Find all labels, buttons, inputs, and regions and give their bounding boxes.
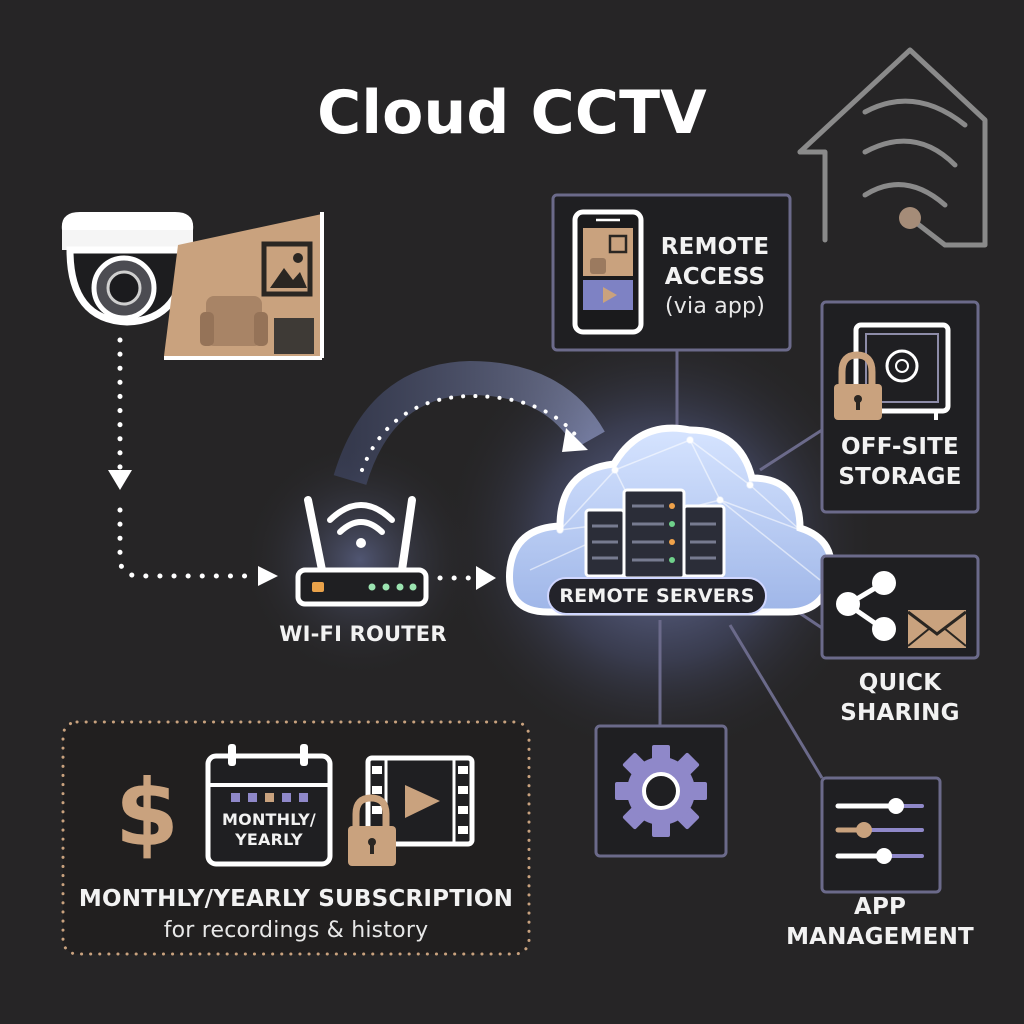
arrow-down-icon bbox=[108, 470, 132, 490]
cloud-server-icon bbox=[505, 424, 835, 616]
management-box bbox=[820, 776, 942, 894]
remote-access-line-2: ACCESS bbox=[664, 264, 766, 290]
cctv-camera-icon bbox=[61, 212, 194, 326]
management-line-1: APP bbox=[853, 894, 907, 920]
calendar-text-1: MONTHLY/ bbox=[222, 810, 316, 829]
arrow-right-icon bbox=[258, 566, 278, 586]
remote-access-line-1: REMOTE bbox=[660, 234, 770, 260]
sliders-icon bbox=[835, 798, 924, 864]
remote-access-label: REMOTE ACCESS (via app) bbox=[650, 232, 780, 322]
smartphone-icon bbox=[572, 209, 644, 335]
remote-access-line-3: (via app) bbox=[665, 294, 765, 319]
room-scene-icon bbox=[164, 212, 324, 360]
subscription-subtext: for recordings & history bbox=[163, 918, 429, 943]
page-title: Cloud CCTV bbox=[317, 78, 707, 148]
film-lock-icon bbox=[348, 755, 475, 866]
wifi-router-icon bbox=[295, 496, 429, 607]
sharing-label: QUICK SHARING bbox=[810, 668, 990, 728]
storage-line-1: OFF-SITE bbox=[841, 434, 959, 460]
envelope-icon bbox=[907, 610, 967, 648]
sharing-line-2: SHARING bbox=[840, 700, 960, 726]
calendar-text: MONTHLY/ YEARLY bbox=[208, 810, 330, 850]
calendar-icon bbox=[205, 744, 333, 867]
wireless-arc bbox=[333, 360, 605, 486]
storage-line-2: STORAGE bbox=[838, 464, 962, 490]
calendar-text-2: YEARLY bbox=[235, 830, 303, 849]
dollar-icon: $ bbox=[115, 760, 179, 867]
sharing-line-1: QUICK bbox=[858, 670, 942, 696]
server-rack-icon bbox=[584, 488, 726, 580]
management-label: APP MANAGEMENT bbox=[780, 892, 980, 952]
storage-label: OFF-SITE STORAGE bbox=[822, 432, 978, 492]
router-glow bbox=[240, 440, 480, 680]
management-line-2: MANAGEMENT bbox=[786, 924, 974, 950]
cloud-label: REMOTE SERVERS bbox=[559, 585, 755, 607]
safe-lock-icon bbox=[834, 322, 951, 420]
router-label: WI-FI ROUTER bbox=[279, 622, 447, 646]
smart-home-icon bbox=[797, 47, 988, 248]
gear-icon bbox=[615, 745, 707, 837]
camera-to-router-path bbox=[117, 337, 261, 579]
svg-text:$: $ bbox=[115, 760, 179, 867]
subscription-heading: MONTHLY/YEARLY SUBSCRIPTION bbox=[78, 886, 514, 912]
arrow-right-icon bbox=[476, 566, 496, 590]
share-icon bbox=[836, 571, 896, 641]
